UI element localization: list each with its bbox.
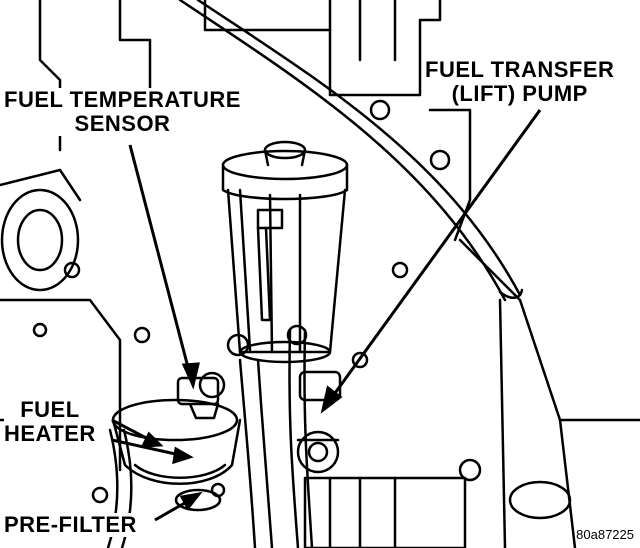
figure-id: 80a87225: [576, 526, 634, 542]
pre-filter-label: PRE-FILTER: [4, 512, 137, 537]
left-engine-component: [0, 168, 82, 338]
fuel-transfer-pump-label: FUEL TRANSFER (LIFT) PUMP: [425, 57, 615, 106]
bolts: [91, 99, 451, 504]
leader-lines: [111, 109, 542, 522]
fuel-temperature-sensor-label-line1: FUEL TEMPERATURE: [4, 87, 241, 112]
fuel-temperature-sensor-label-line2: SENSOR: [74, 110, 171, 136]
fuel-heater-label-line1: FUEL: [20, 397, 80, 422]
fuel-supply-line: [178, 0, 524, 302]
fuel-transfer-pump-label-line1: FUEL TRANSFER: [425, 57, 615, 82]
fuel-filter-canister: [221, 140, 349, 364]
fuel-temperature-sensor-part: [176, 371, 226, 420]
fuel-transfer-pump-label-line2: (LIFT) PUMP: [451, 80, 588, 106]
fuel-heater-label-line2: HEATER: [4, 420, 96, 446]
lower-right-components: [303, 458, 572, 548]
fuel-heater-label: FUEL HEATER: [4, 398, 96, 446]
fuel-temperature-sensor-label: FUEL TEMPERATURE SENSOR: [4, 88, 241, 136]
